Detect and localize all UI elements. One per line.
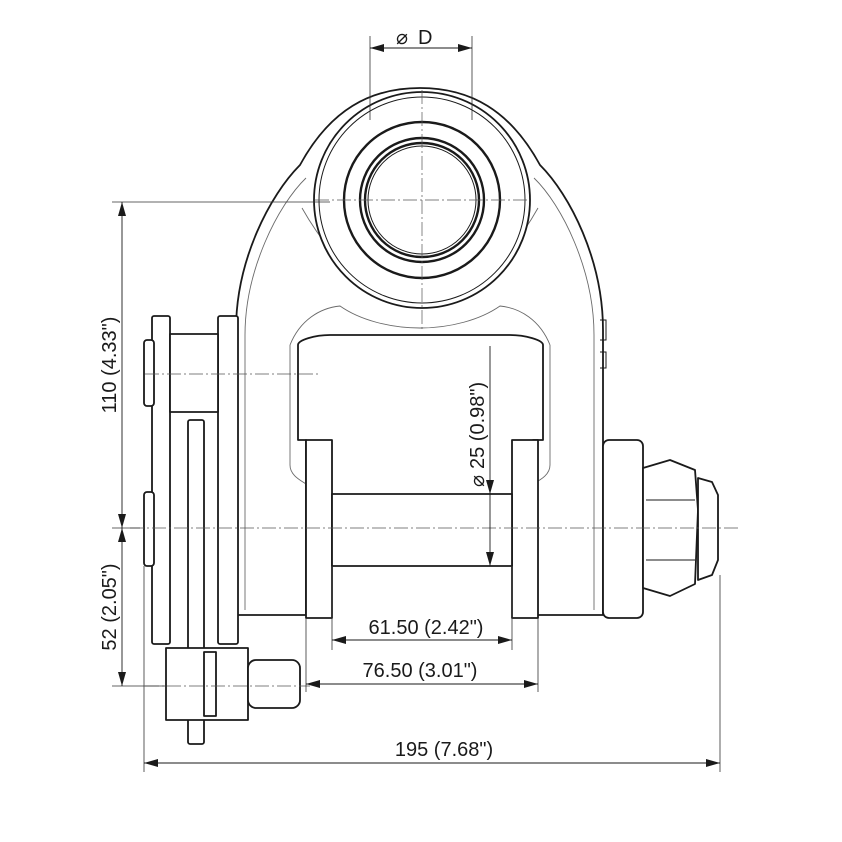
- height-upper-label: 110 (4.33"): [99, 317, 121, 414]
- dimension-bolt-diameter: ⌀ 25 (0.98"): [467, 346, 494, 566]
- diameter-symbol: ⌀: [396, 27, 408, 49]
- dimension-overall-width: 195 (7.68"): [143, 566, 721, 772]
- center-lines: [130, 90, 740, 687]
- pin-diameter-label: D: [418, 27, 432, 49]
- dimension-height-upper: 110 (4.33"): [99, 201, 330, 529]
- dimension-pin-diameter: ⌀ D: [369, 27, 473, 120]
- side-plate-assembly: [143, 315, 301, 745]
- dimension-height-lower: 52 (2.05"): [99, 528, 166, 687]
- height-lower-label: 52 (2.05"): [99, 563, 121, 650]
- bolt-diameter-symbol: ⌀: [467, 475, 489, 487]
- outer-width-label: 76.50 (3.01"): [363, 660, 478, 682]
- inner-width-label: 61.50 (2.42"): [369, 617, 484, 639]
- overall-width-label: 195 (7.68"): [395, 739, 493, 761]
- dimension-inner-width: 61.50 (2.42"): [331, 566, 513, 650]
- bolt-diameter-label: 25 (0.98"): [467, 382, 489, 469]
- dimension-outer-width: 76.50 (3.01"): [305, 618, 539, 692]
